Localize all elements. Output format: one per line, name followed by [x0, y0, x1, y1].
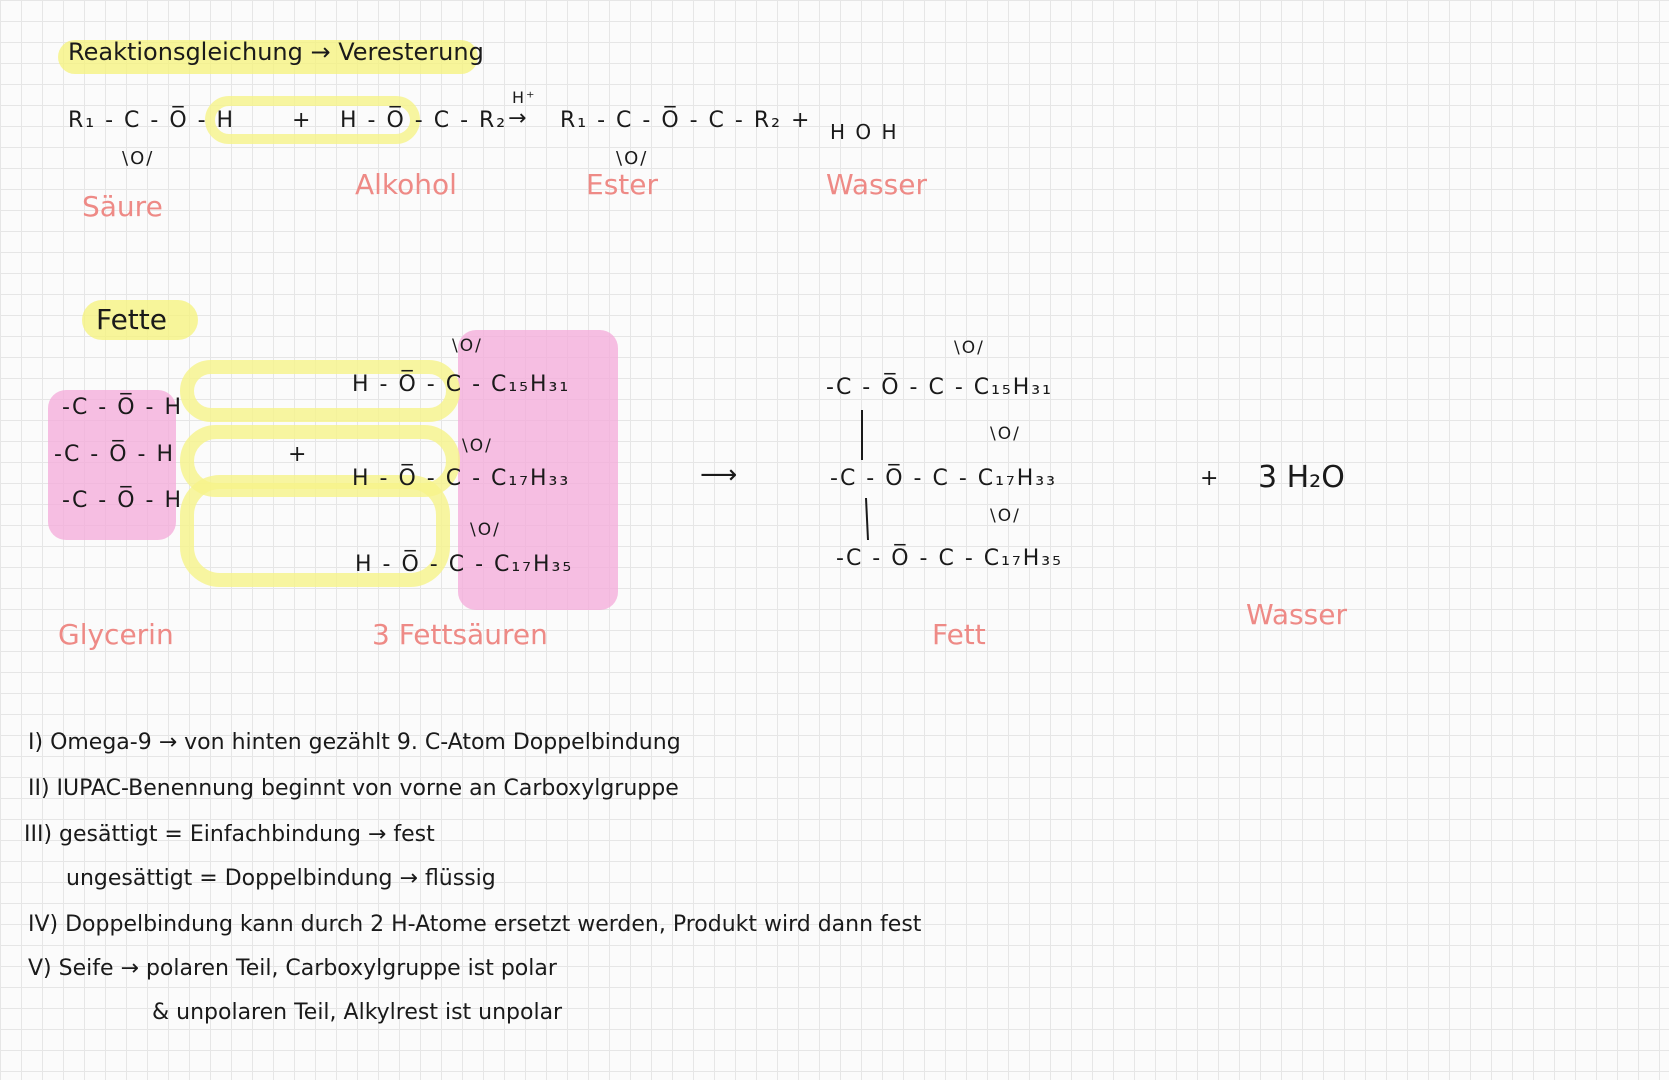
note-4: IV) Doppelbindung kann durch 2 H-Atome e… — [28, 912, 922, 937]
fette-highlight — [82, 300, 198, 340]
acid-3-formula: H - O̅ - C - C₁₇H₃₅ — [355, 552, 574, 577]
reaction-title: Reaktionsgleichung → Veresterung — [68, 38, 484, 66]
fat-row-3: -C - O̅ - C - C₁₇H₃₅ — [836, 546, 1063, 571]
reaction-arrow: → — [508, 106, 529, 131]
acid-1-formula: H - O̅ - C - C₁₅H₃₁ — [352, 372, 571, 397]
label-alcohol: Alkohol — [355, 168, 457, 201]
water-molecule: H O H — [830, 120, 899, 144]
acid-2-oxygen: \O/ — [462, 436, 493, 456]
acid-3-oxygen: \O/ — [470, 520, 501, 540]
alcohol-formula: H - O̅ - C - R₂ — [340, 108, 508, 133]
fat-row-1: -C - O̅ - C - C₁₅H₃₁ — [826, 375, 1053, 400]
reaction-arrow-2: ⟶ — [700, 460, 740, 490]
acid-formula: R₁ - C - O̅ - H — [68, 108, 236, 133]
label-acid: Säure — [82, 190, 163, 223]
note-2: II) IUPAC-Benennung beginnt von vorne an… — [28, 776, 679, 801]
note-5: V) Seife → polaren Teil, Carboxylgruppe … — [28, 956, 557, 981]
loop-3 — [180, 475, 450, 587]
loop-1 — [180, 360, 460, 422]
label-water: Wasser — [826, 168, 927, 201]
reactant-plus: + — [288, 442, 309, 467]
note-1: I) Omega-9 → von hinten gezählt 9. C-Ato… — [28, 730, 681, 755]
label-ester: Ester — [586, 168, 658, 201]
label-water-2: Wasser — [1246, 598, 1347, 631]
note-5b: & unpolaren Teil, Alkylrest ist unpolar — [152, 1000, 563, 1025]
glycerin-highlight — [48, 390, 176, 540]
fat-row-1-oxygen: \O/ — [954, 338, 985, 358]
fat-row-3-oxygen: \O/ — [990, 506, 1021, 526]
loop-2 — [180, 425, 460, 497]
acid-highlight — [458, 330, 618, 610]
note-3b: ungesättigt = Doppelbindung → flüssig — [66, 866, 496, 891]
label-acids: 3 Fettsäuren — [372, 618, 548, 651]
acid-oxygen: \O/ — [122, 148, 155, 169]
fat-row-2-oxygen: \O/ — [990, 424, 1021, 444]
ester-oxygen: \O/ — [616, 148, 649, 169]
glycerin-row-1: -C - O̅ - H — [62, 395, 184, 420]
product-plus: + — [1200, 466, 1221, 491]
glycerin-row-3: -C - O̅ - H — [62, 488, 184, 513]
acid-1-oxygen: \O/ — [452, 336, 483, 356]
plus-sign: + — [292, 108, 313, 133]
glycerin-row-2: -C - O̅ - H — [54, 442, 176, 467]
ester-formula: R₁ - C - O̅ - C - R₂ + — [560, 108, 812, 133]
label-fat: Fett — [932, 618, 986, 651]
note-3: III) gesättigt = Einfachbindung → fest — [24, 822, 435, 847]
acid-2-formula: H - O̅ - C - C₁₇H₃₃ — [352, 466, 571, 491]
fette-title: Fette — [96, 303, 167, 336]
water-loop-highlight — [205, 96, 420, 144]
catalyst: H⁺ — [512, 88, 537, 107]
water-product: 3 H₂O — [1258, 460, 1345, 495]
title-highlight — [58, 40, 478, 74]
label-glycerin: Glycerin — [58, 618, 174, 651]
fat-row-2: -C - O̅ - C - C₁₇H₃₃ — [830, 466, 1057, 491]
